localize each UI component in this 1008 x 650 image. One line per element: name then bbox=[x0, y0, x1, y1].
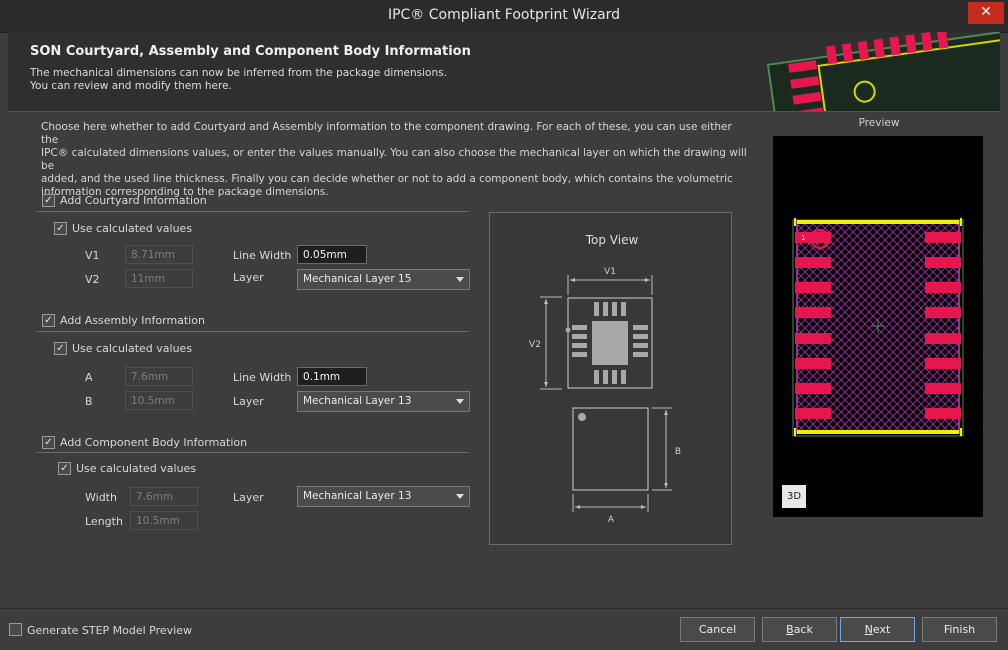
body-calc-label: Use calculated values bbox=[76, 462, 197, 475]
a-dimension-label: A bbox=[608, 515, 615, 525]
assembly-linewidth-label: Line Width bbox=[233, 371, 292, 384]
pin1-label: 1 bbox=[801, 234, 805, 242]
chevron-down-icon bbox=[456, 399, 464, 404]
v1-field[interactable]: 8.71mm bbox=[125, 245, 193, 264]
courtyard-layer-select[interactable]: Mechanical Layer 15 bbox=[297, 269, 470, 290]
add-courtyard-label: Add Courtyard Information bbox=[60, 194, 207, 207]
next-button[interactable]: Next bbox=[840, 617, 915, 642]
courtyard-linewidth-label: Line Width bbox=[233, 249, 292, 262]
finish-button[interactable]: Finish bbox=[922, 617, 997, 642]
3d-view-button[interactable]: 3D bbox=[782, 485, 806, 508]
assembly-calc-checkbox[interactable]: ✓ bbox=[54, 342, 67, 355]
add-body-label: Add Component Body Information bbox=[60, 436, 248, 449]
assembly-divider bbox=[37, 331, 469, 332]
generate-step-checkbox[interactable] bbox=[9, 623, 22, 636]
v1-label: V1 bbox=[85, 249, 100, 262]
intro-text: Choose here whether to add Courtyard and… bbox=[41, 121, 747, 198]
b-label: B bbox=[85, 395, 93, 408]
b-dimension-label: B bbox=[675, 447, 681, 457]
assembly-linewidth-field[interactable]: 0.1mm bbox=[297, 367, 367, 386]
add-courtyard-checkbox[interactable]: ✓ bbox=[42, 194, 55, 207]
width-label: Width bbox=[85, 491, 117, 504]
preview-label: Preview bbox=[858, 117, 900, 129]
courtyard-linewidth-field[interactable]: 0.05mm bbox=[297, 245, 367, 264]
v2-label: V2 bbox=[85, 273, 100, 286]
add-assembly-checkbox[interactable]: ✓ bbox=[42, 314, 55, 327]
close-button[interactable]: ✕ bbox=[968, 2, 1004, 24]
top-view-title: Top View bbox=[585, 233, 639, 247]
cancel-button[interactable]: Cancel bbox=[680, 617, 755, 642]
v1-dimension-label: V1 bbox=[604, 267, 616, 277]
top-view-diagram: Top View V1 V2 bbox=[489, 212, 732, 545]
title-bar: IPC® Compliant Footprint Wizard ✕ bbox=[0, 0, 1008, 33]
top-view-drawing: Top View V1 V2 bbox=[529, 233, 681, 525]
page-description: The mechanical dimensions can now be inf… bbox=[30, 67, 447, 92]
length-label: Length bbox=[85, 515, 123, 528]
length-field[interactable]: 10.5mm bbox=[130, 511, 198, 530]
courtyard-calc-label: Use calculated values bbox=[72, 222, 193, 235]
a-label: A bbox=[85, 371, 93, 384]
width-field[interactable]: 7.6mm bbox=[130, 487, 198, 506]
assembly-calc-label: Use calculated values bbox=[72, 342, 193, 355]
generate-step-label: Generate STEP Model Preview bbox=[27, 624, 192, 637]
b-field[interactable]: 10.5mm bbox=[125, 391, 193, 410]
footer-divider bbox=[0, 608, 1008, 609]
body-layer-label: Layer bbox=[233, 491, 264, 504]
window-title: IPC® Compliant Footprint Wizard bbox=[387, 7, 621, 23]
courtyard-layer-label: Layer bbox=[233, 271, 264, 284]
body-calc-checkbox[interactable]: ✓ bbox=[58, 462, 71, 475]
header-pcb-illustration bbox=[750, 32, 1000, 111]
courtyard-divider bbox=[37, 211, 469, 212]
back-button[interactable]: Back bbox=[762, 617, 837, 642]
v2-dimension-label: V2 bbox=[529, 340, 541, 350]
assembly-layer-label: Layer bbox=[233, 395, 264, 408]
add-assembly-label: Add Assembly Information bbox=[60, 314, 205, 327]
add-body-checkbox[interactable]: ✓ bbox=[42, 436, 55, 449]
body-layer-select[interactable]: Mechanical Layer 13 bbox=[297, 486, 470, 507]
a-field[interactable]: 7.6mm bbox=[125, 367, 193, 386]
page-title: SON Courtyard, Assembly and Component Bo… bbox=[30, 44, 471, 59]
wizard-header: SON Courtyard, Assembly and Component Bo… bbox=[8, 32, 1000, 112]
courtyard-calc-checkbox[interactable]: ✓ bbox=[54, 222, 67, 235]
body-divider bbox=[37, 452, 469, 453]
chevron-down-icon bbox=[456, 494, 464, 499]
assembly-layer-select[interactable]: Mechanical Layer 13 bbox=[297, 391, 470, 412]
chevron-down-icon bbox=[456, 277, 464, 282]
footprint-preview-drawing: 1 bbox=[792, 218, 964, 437]
footprint-preview[interactable]: 1 3D bbox=[773, 136, 983, 517]
v2-field[interactable]: 11mm bbox=[125, 269, 193, 288]
